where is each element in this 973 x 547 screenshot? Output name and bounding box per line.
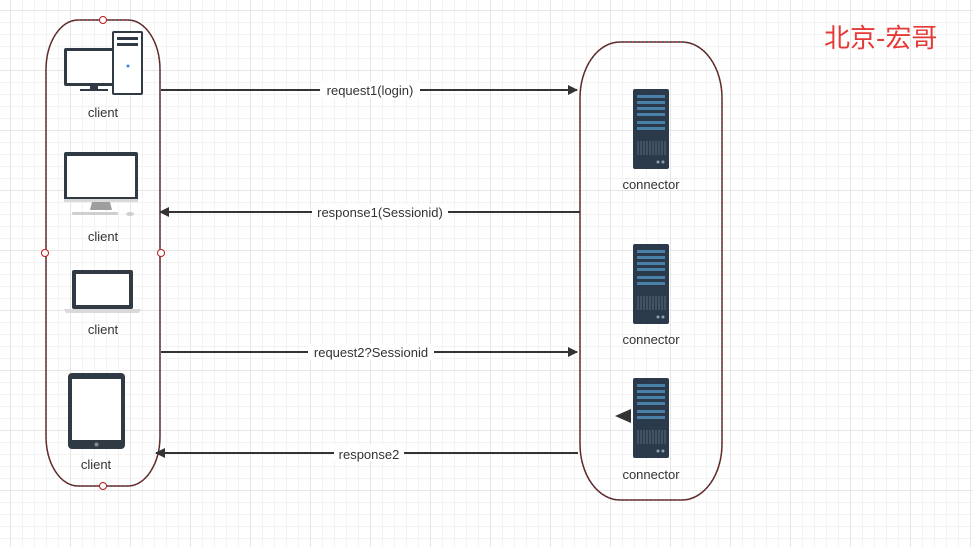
connector-label-2: connector <box>622 332 680 347</box>
connector-label-3: connector <box>622 467 680 482</box>
client-label-1: client <box>88 105 119 120</box>
server-rack-icon[interactable] <box>632 243 670 325</box>
connector-label-1: connector <box>622 177 680 192</box>
client-label-2: client <box>88 229 119 244</box>
client-label-4: client <box>81 457 112 472</box>
resize-handle-left[interactable] <box>41 249 49 257</box>
resize-handle-bottom[interactable] <box>99 482 107 490</box>
arrow-label-response1: response1(Sessionid) <box>317 205 443 220</box>
server-rack-icon[interactable] <box>632 377 670 459</box>
arrow-label-request1: request1(login) <box>327 83 414 98</box>
laptop-icon[interactable] <box>64 270 141 313</box>
small-arrowhead-icon <box>615 409 631 423</box>
imac-icon[interactable] <box>64 152 138 216</box>
resize-handle-top[interactable] <box>99 16 107 24</box>
tablet-icon[interactable] <box>68 373 125 449</box>
arrow-label-request2: request2?Sessionid <box>314 345 428 360</box>
server-rack-icon[interactable] <box>632 88 670 170</box>
connector-container[interactable] <box>579 41 723 501</box>
resize-handle-right[interactable] <box>157 249 165 257</box>
client-label-3: client <box>88 322 119 337</box>
desktop-tower-icon[interactable] <box>64 31 143 95</box>
watermark-text: 北京-宏哥 <box>824 24 938 54</box>
arrow-label-response2: response2 <box>339 447 400 462</box>
